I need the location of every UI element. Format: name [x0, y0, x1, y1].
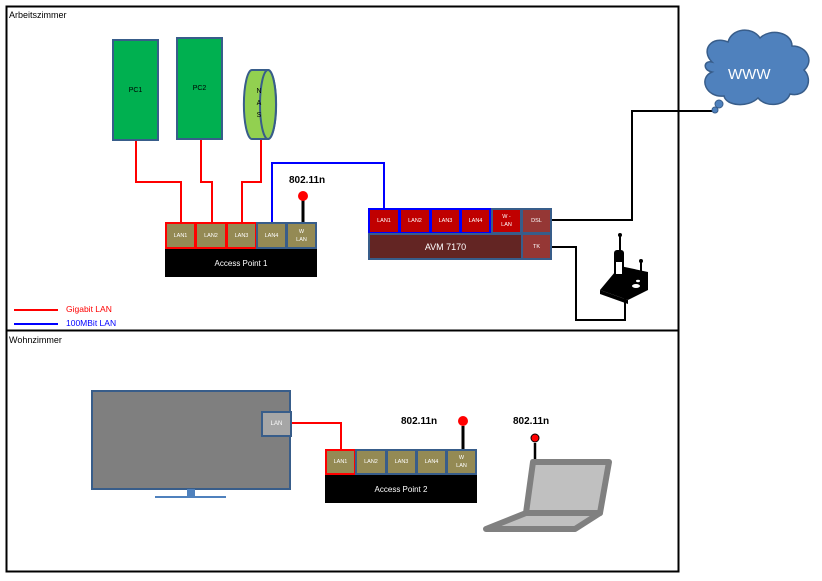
antenna-icon — [458, 416, 468, 450]
ap2-port-lan3: LAN3 — [386, 449, 417, 475]
wire-ap1-avm — [271, 162, 385, 222]
ap1-wireless-label: 802.11n — [289, 175, 326, 186]
ap2-wireless-label: 802.11n — [401, 416, 438, 427]
ap1-port-wlan: W LAN — [286, 222, 317, 249]
avm-port-tk: TK — [521, 233, 552, 260]
ap1-port-lan3: LAN3 — [226, 222, 257, 249]
avm-port-dsl: DSL — [521, 208, 552, 234]
room-label-arbeitszimmer: Arbeitszimmer — [9, 10, 67, 20]
ap2-port-lan4: LAN4 — [416, 449, 447, 475]
ap1-port-lan1: LAN1 — [165, 222, 196, 249]
legend-gigabit-label: Gigabit LAN — [66, 304, 112, 314]
internet-cloud-icon — [704, 29, 810, 114]
pc2: PC2 — [176, 37, 223, 140]
nas-icon — [242, 69, 278, 140]
room-frame-arbeitszimmer — [5, 5, 680, 332]
ap2-port-lan1: LAN1 — [325, 449, 356, 475]
nas-label: N A S — [254, 86, 264, 122]
pc1-label: PC1 — [128, 86, 143, 94]
ap1-body: Access Point 1 — [165, 249, 317, 277]
nas-letter: A — [256, 100, 262, 107]
wire-tk-phone — [551, 246, 626, 321]
wire-pc1-ap1 — [135, 140, 182, 222]
ap1-port-lan2: LAN2 — [195, 222, 227, 249]
wire-tv-ap2 — [291, 422, 342, 450]
avm-port-lan2: LAN2 — [399, 208, 431, 234]
avm-body: AVM 7170 — [368, 233, 523, 260]
avm-port-lan1: LAN1 — [368, 208, 400, 234]
pc2-label: PC2 — [192, 85, 207, 92]
tv-lan-port: LAN — [261, 411, 292, 437]
room-label-wohnzimmer: Wohnzimmer — [9, 335, 62, 345]
pc1: PC1 — [112, 39, 159, 141]
laptop-icon — [483, 433, 612, 532]
wire-pc2-ap1 — [200, 140, 213, 222]
ap2-port-lan2: LAN2 — [355, 449, 387, 475]
nas-letter: S — [256, 112, 262, 119]
room-frame-wohnzimmer — [5, 329, 680, 573]
wire-dsl-internet — [551, 110, 714, 221]
avm-port-lan4: LAN4 — [460, 208, 491, 234]
antenna-icon — [298, 191, 308, 222]
ap2-port-wlan: W LAN — [446, 449, 477, 475]
laptop-wireless-label: 802.11n — [513, 416, 550, 427]
internet-label: WWW — [728, 66, 771, 83]
wire-nas-ap1 — [241, 140, 262, 222]
phone-icon — [600, 233, 648, 304]
legend-100mbit-label: 100MBit LAN — [66, 318, 117, 328]
avm-port-lan3: LAN3 — [430, 208, 461, 234]
tv-icon — [91, 390, 291, 498]
ap1-port-lan4: LAN4 — [256, 222, 287, 249]
avm-port-wlan: W - LAN — [491, 208, 522, 234]
nas-letter: N — [256, 88, 262, 95]
ap2-body: Access Point 2 — [325, 475, 477, 503]
